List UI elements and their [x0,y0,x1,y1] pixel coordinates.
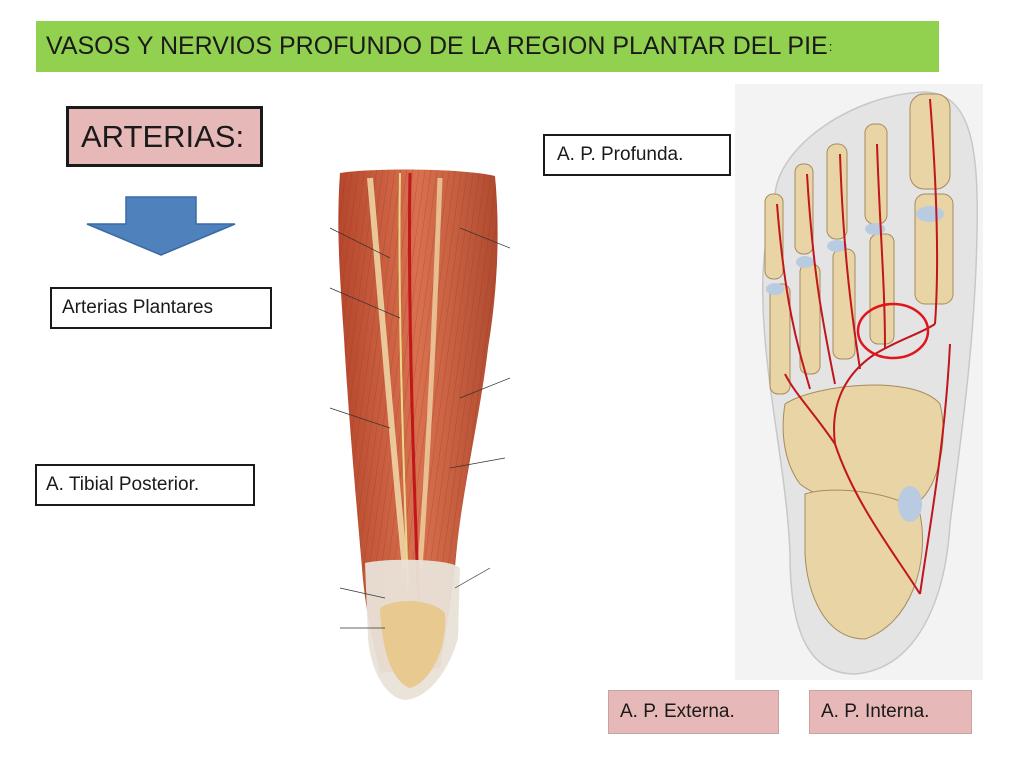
label-plantar-profunda: A. P. Profunda. [543,134,731,176]
arterias-heading: ARTERIAS: [66,106,263,167]
slide-title-colon: : [828,39,833,54]
label-plantar-interna: A. P. Interna. [809,690,972,734]
label-plantar-externa: A. P. Externa. [608,690,779,734]
slide-title-bar: VASOS Y NERVIOS PROFUNDO DE LA REGION PL… [36,21,939,72]
label-arterias-plantares: Arterias Plantares [50,287,272,329]
leg-muscles-illustration [329,169,511,700]
down-arrow-icon [86,196,236,256]
label-tibial-posterior: A. Tibial Posterior. [35,464,255,506]
slide-title: VASOS Y NERVIOS PROFUNDO DE LA REGION PL… [46,32,828,60]
foot-plantar-illustration [735,84,983,680]
